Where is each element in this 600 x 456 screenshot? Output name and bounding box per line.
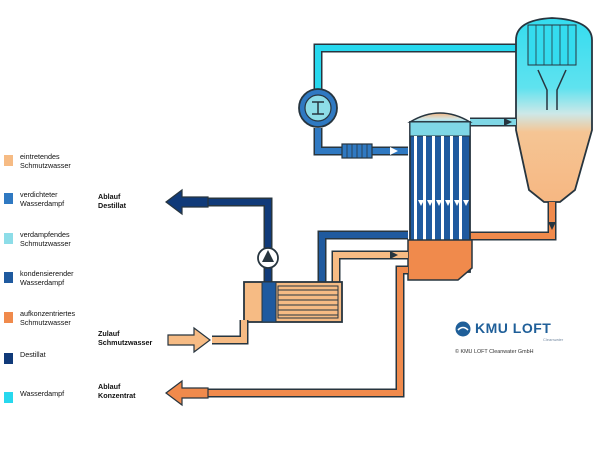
copyright-text: © KMU LOFT Cleanwater GmbH xyxy=(455,349,534,355)
legend-swatch xyxy=(4,392,13,403)
brand-name: KMU LOFT xyxy=(475,320,552,336)
legend-swatch xyxy=(4,272,13,283)
legend-label: kondensierender Wasserdampf xyxy=(20,269,74,287)
arrow-icon xyxy=(390,147,398,155)
concentrate-out-line xyxy=(195,265,408,398)
separator-vessel xyxy=(515,17,593,203)
distillate-out-label: Ablauf Destillat xyxy=(98,192,126,210)
legend-label: verdampfendes Schmutzwasser xyxy=(20,230,71,248)
evaporator xyxy=(407,112,473,281)
legend-item-condensing-vapor: kondensierender Wasserdampf xyxy=(0,268,110,302)
vapor-to-separator-line xyxy=(470,117,516,127)
legend-item-distillate: Destillat xyxy=(0,349,110,383)
legend-swatch xyxy=(4,312,13,323)
condensate-line xyxy=(317,230,408,290)
concentrate-out-label: Ablauf Konzentrat xyxy=(98,382,136,400)
legend-swatch xyxy=(4,193,13,204)
feed-line xyxy=(331,250,408,290)
brand-logo: KMU LOFT Cleanwater xyxy=(455,318,575,346)
concentrate-out-arrow xyxy=(165,379,209,407)
compressor-icon xyxy=(298,88,338,128)
legend-item-concentrated-dirty-water: aufkonzentriertes Schmutzwasser xyxy=(0,308,110,342)
legend-label: Wasserdampf xyxy=(20,389,65,398)
distillate-out-arrow xyxy=(165,188,209,216)
legend-swatch xyxy=(4,353,13,364)
legend-item-compressed-vapor: verdichteter Wasserdampf xyxy=(0,189,110,223)
legend-item-incoming-dirty-water: eintretendes Schmutzwasser xyxy=(0,151,110,185)
dirty-water-in-label: Zulauf Schmutzwasser xyxy=(98,329,153,347)
pump-icon xyxy=(257,247,279,269)
legend-label: verdichteter Wasserdampf xyxy=(20,190,65,208)
legend-label: aufkonzentriertes Schmutzwasser xyxy=(20,309,76,327)
legend-swatch xyxy=(4,233,13,244)
brand-subline: Cleanwater xyxy=(543,337,564,342)
legend-item-evaporating-dirty-water: verdampfendes Schmutzwasser xyxy=(0,229,110,263)
distillate-line xyxy=(195,197,273,285)
legend-label: eintretendes Schmutzwasser xyxy=(20,152,71,170)
legend-label: Destillat xyxy=(20,350,46,359)
concentrate-return-line xyxy=(468,202,557,241)
legend-item-water-vapor: Wasserdampf xyxy=(0,388,110,422)
dirty-water-in-line xyxy=(212,320,249,345)
legend-swatch xyxy=(4,155,13,166)
heat-exchanger xyxy=(243,281,343,323)
dirty-water-in-arrow xyxy=(167,326,211,354)
water-drop-icon xyxy=(455,321,471,337)
vapor-line xyxy=(313,43,528,90)
compressed-vapor-line xyxy=(313,128,408,159)
